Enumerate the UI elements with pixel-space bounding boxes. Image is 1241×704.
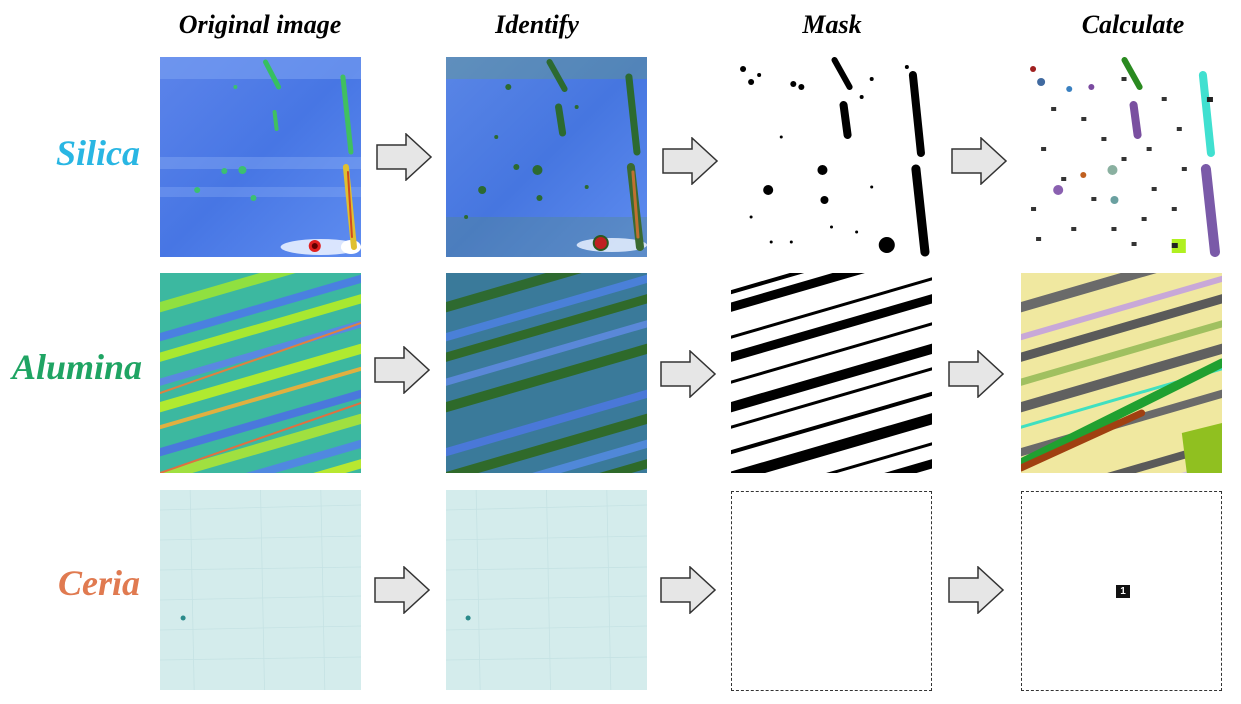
row-label-alumina: Alumina [11, 347, 142, 387]
alumina-identify-image [446, 273, 647, 473]
header-mask: Mask [802, 10, 862, 39]
alumina-arrow-3 [948, 349, 1005, 399]
ceria-identify-image [446, 490, 647, 690]
alumina-arrow-2 [660, 349, 717, 399]
ceria-arrow-2 [660, 565, 717, 615]
alumina-mask-image [731, 273, 932, 473]
silica-original-image [160, 57, 361, 257]
silica-calculate-image [1021, 57, 1222, 257]
ceria-particle-count-badge: 1 [1116, 585, 1130, 598]
header-original-image: Original image [178, 10, 342, 39]
row-label-silica: Silica [55, 133, 140, 173]
alumina-original-image [160, 273, 361, 473]
silica-arrow-3 [951, 136, 1008, 186]
row-label-ceria: Ceria [57, 563, 140, 603]
header-identify: Identify [495, 10, 579, 39]
ceria-original-image [160, 490, 361, 690]
alumina-calculate-image [1021, 273, 1222, 473]
alumina-arrow-1 [374, 345, 431, 395]
silica-arrow-1 [376, 132, 433, 182]
ceria-mask-image [731, 491, 932, 691]
ceria-arrow-1 [374, 565, 431, 615]
silica-arrow-2 [662, 136, 719, 186]
header-calculate: Calculate [1081, 10, 1185, 39]
silica-mask-image [731, 57, 932, 257]
ceria-arrow-3 [948, 565, 1005, 615]
silica-identify-image [446, 57, 647, 257]
